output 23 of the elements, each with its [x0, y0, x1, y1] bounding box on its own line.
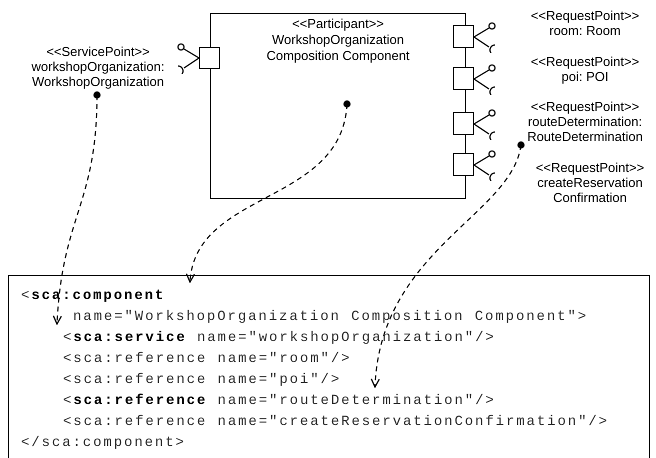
- port-label: <<RequestPoint>> poi: POI: [530, 54, 640, 84]
- port-square: [453, 67, 474, 90]
- port-label: <<RequestPoint>> createReservation Confirmation: [534, 160, 646, 205]
- code-line: <sca:reference name="routeDetermination"/>: [63, 392, 496, 411]
- code-line: <sca:reference name="room"/>: [63, 350, 352, 369]
- code-line: <sca:reference name="poi"/>: [63, 371, 342, 390]
- port-square: [453, 112, 474, 135]
- code-box: [8, 275, 650, 458]
- dashed-arrow: [52, 91, 101, 325]
- code-line: </sca:component>: [21, 434, 186, 453]
- dashed-arrow: [186, 100, 351, 283]
- code-line: <sca:component: [21, 287, 166, 306]
- component-title: <<Participant>> WorkshopOrganization Composition Component: [265, 16, 411, 64]
- port-square: [453, 25, 474, 48]
- code-line: name="WorkshopOrganization Composition Component">: [73, 308, 588, 327]
- port-label: <<RequestPoint>> routeDetermination: RouteDetermination: [526, 99, 644, 144]
- port-label: <<RequestPoint>> room: Room: [530, 8, 640, 38]
- port-label: <<ServicePoint>> workshopOrganization: WorkshopOrganization: [30, 44, 166, 89]
- code-line: <sca:reference name="createReservationConfirmation"/>: [63, 413, 609, 432]
- code-line: <sca:service name="workshopOrganization"/>: [63, 329, 496, 348]
- dashed-arrow: [371, 141, 525, 388]
- port-square: [453, 153, 474, 176]
- port-square: [199, 47, 220, 69]
